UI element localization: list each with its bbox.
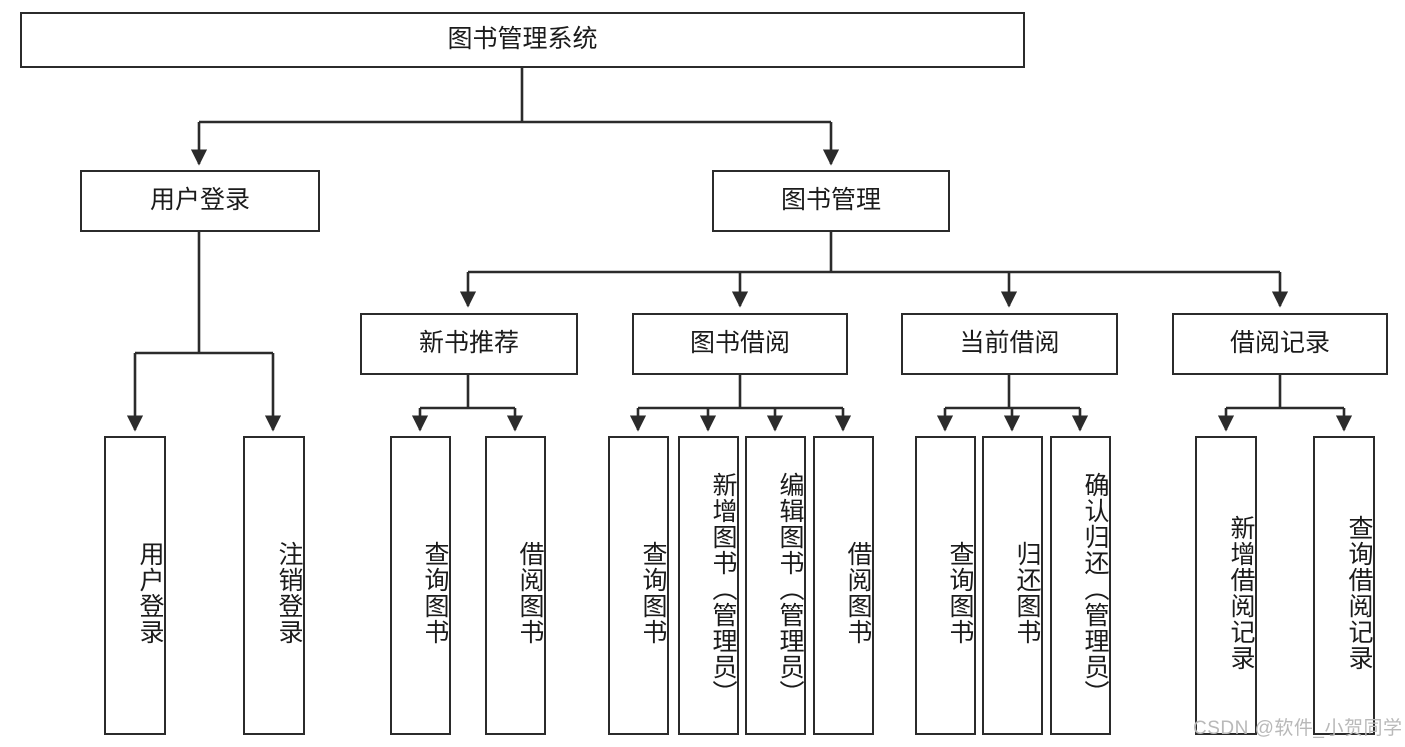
node-root[interactable]: 图书管理系统 [20, 12, 1025, 68]
node-new-book-recommend-label: 新书推荐 [418, 329, 519, 358]
leaf-borrow-book-new[interactable]: 借阅图书 [485, 436, 546, 735]
leaf-add-book-admin[interactable]: 新增图书（管理员） [678, 436, 739, 735]
node-current-borrow-label: 当前借阅 [959, 329, 1060, 358]
leaf-query-borrow-record-label: 查询借阅记录 [1345, 514, 1373, 671]
leaf-borrow-book-new-label: 借阅图书 [516, 540, 544, 645]
watermark: CSDN @软件_小贺同学 [1193, 718, 1403, 739]
node-current-borrow[interactable]: 当前借阅 [901, 313, 1118, 375]
node-borrow-record-label: 借阅记录 [1229, 329, 1330, 358]
leaf-edit-book-admin-label: 编辑图书（管理员） [776, 471, 804, 706]
leaf-logout[interactable]: 注销登录 [243, 436, 305, 735]
leaf-query-book-new-label: 查询图书 [421, 540, 449, 645]
leaf-confirm-return-admin-label: 确认归还（管理员） [1081, 471, 1109, 706]
node-book-management[interactable]: 图书管理 [712, 170, 950, 232]
leaf-query-book-new[interactable]: 查询图书 [390, 436, 451, 735]
leaf-add-book-admin-label: 新增图书（管理员） [709, 471, 737, 706]
leaf-query-book-current[interactable]: 查询图书 [915, 436, 976, 735]
node-borrow-record[interactable]: 借阅记录 [1172, 313, 1388, 375]
leaf-return-book-label: 归还图书 [1013, 540, 1041, 645]
leaf-query-book-borrow[interactable]: 查询图书 [608, 436, 669, 735]
leaf-query-book-current-label: 查询图书 [946, 540, 974, 645]
node-root-label: 图书管理系统 [447, 25, 598, 54]
leaf-user-login[interactable]: 用户登录 [104, 436, 166, 735]
leaf-query-borrow-record[interactable]: 查询借阅记录 [1313, 436, 1375, 735]
leaf-borrow-book-label: 借阅图书 [844, 540, 872, 645]
node-book-borrow-label: 图书借阅 [689, 329, 790, 358]
node-user-login-label: 用户登录 [149, 186, 250, 215]
leaf-add-borrow-record[interactable]: 新增借阅记录 [1195, 436, 1257, 735]
leaf-return-book[interactable]: 归还图书 [982, 436, 1043, 735]
leaf-logout-label: 注销登录 [275, 540, 303, 645]
node-new-book-recommend[interactable]: 新书推荐 [360, 313, 578, 375]
node-user-login[interactable]: 用户登录 [80, 170, 320, 232]
leaf-user-login-label: 用户登录 [136, 540, 164, 645]
leaf-query-book-borrow-label: 查询图书 [639, 540, 667, 645]
leaf-borrow-book[interactable]: 借阅图书 [813, 436, 874, 735]
leaf-add-borrow-record-label: 新增借阅记录 [1227, 514, 1255, 671]
leaf-edit-book-admin[interactable]: 编辑图书（管理员） [745, 436, 806, 735]
leaf-confirm-return-admin[interactable]: 确认归还（管理员） [1050, 436, 1111, 735]
node-book-management-label: 图书管理 [780, 186, 881, 215]
node-book-borrow[interactable]: 图书借阅 [632, 313, 848, 375]
